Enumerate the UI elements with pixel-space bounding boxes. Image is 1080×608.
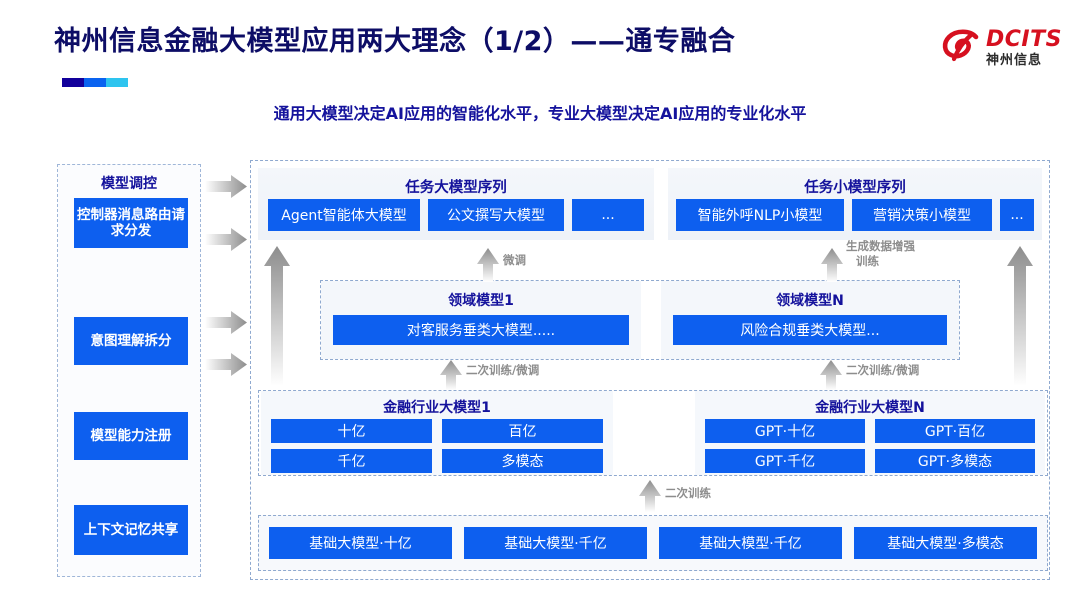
domain-model-n-title: 领域模型N [776,293,844,309]
industry-model-band: 金融行业大模型1 十亿 百亿 千亿 多模态 金融行业大模型N GPT·十亿 GP… [258,390,1048,476]
model-stack-container [250,160,1050,580]
task-chip-more-left[interactable]: ... [572,199,644,231]
task-chip-marketing-decision[interactable]: 营销决策小模型 [852,199,992,231]
flow-arrow-up-retrain-base-icon [639,480,661,512]
swirl-logo-icon [940,27,982,69]
flow-label-data-aug-line2: 训练 [856,254,879,268]
diagram-stage: 模型调控 控制器消息路由请求分发 意图理解拆分 模型能力注册 上下文记忆共享 [0,150,1080,590]
flow-label-retrain-base: 二次训练 [665,486,711,500]
page-title: 神州信息金融大模型应用两大理念（1/2）——通专融合 [54,26,736,57]
accent-segment-3 [106,78,128,87]
logo-text: DCITS 神州信息 [986,27,1062,68]
control-item-message-routing[interactable]: 控制器消息路由请求分发 [74,198,188,248]
base-chip-multimodal[interactable]: 基础大模型·多模态 [854,527,1037,559]
industry-chip-l-100billion[interactable]: 千亿 [271,449,432,473]
domain-chip-risk-compliance[interactable]: 风险合规垂类大模型... [673,315,947,345]
title-accent-bar [62,78,128,87]
industry-model-1-panel: 金融行业大模型1 十亿 百亿 千亿 多模态 [261,391,613,475]
side-arrow-right-icon-3 [205,311,247,334]
control-item-context-memory[interactable]: 上下文记忆共享 [74,505,188,555]
logo-text-en: DCITS [986,27,1062,52]
domain-model-1-title: 领域模型1 [448,293,514,309]
side-arrow-right-icon-2 [205,228,247,251]
industry-chip-r-gpt-100billion[interactable]: GPT·千亿 [705,449,865,473]
industry-model-n-title: 金融行业大模型N [815,400,925,416]
task-chip-agent[interactable]: Agent智能体大模型 [268,199,420,231]
industry-model-1-grid: 十亿 百亿 千亿 多模态 [271,419,603,473]
flow-arrow-up-finetune-icon [477,248,499,282]
company-logo: DCITS 神州信息 [940,22,1068,74]
flow-arrow-up-retrain-left-icon [440,360,462,390]
industry-chip-l-10billion[interactable]: 百亿 [442,419,603,443]
base-chip-100billion-a[interactable]: 基础大模型·千亿 [464,527,647,559]
task-chip-document-writing[interactable]: 公文撰写大模型 [428,199,564,231]
domain-chip-customer-service[interactable]: 对客服务垂类大模型..... [333,315,629,345]
flow-arrow-up-tall-right-icon [1007,246,1033,386]
industry-chip-r-gpt-billion[interactable]: GPT·十亿 [705,419,865,443]
flow-arrow-up-retrain-right-icon [820,360,842,390]
base-chip-billion[interactable]: 基础大模型·十亿 [269,527,452,559]
control-column: 模型调控 控制器消息路由请求分发 意图理解拆分 模型能力注册 上下文记忆共享 [57,164,201,577]
industry-model-1-title: 金融行业大模型1 [383,400,491,416]
base-model-band: 基础大模型·十亿 基础大模型·千亿 基础大模型·千亿 基础大模型·多模态 [258,515,1048,571]
flow-label-data-aug-line1: 生成数据增强 [846,239,915,253]
task-large-model-title: 任务大模型序列 [405,180,507,196]
task-chip-outbound-nlp[interactable]: 智能外呼NLP小模型 [676,199,844,231]
industry-chip-l-billion[interactable]: 十亿 [271,419,432,443]
industry-chip-l-multimodal[interactable]: 多模态 [442,449,603,473]
task-large-model-panel: 任务大模型序列 Agent智能体大模型 公文撰写大模型 ... [258,168,654,240]
industry-model-n-grid: GPT·十亿 GPT·百亿 GPT·千亿 GPT·多模态 [705,419,1035,473]
base-chip-100billion-b[interactable]: 基础大模型·千亿 [659,527,842,559]
accent-segment-2 [84,78,106,87]
task-small-model-panel: 任务小模型序列 智能外呼NLP小模型 营销决策小模型 ... [668,168,1042,240]
page-subtitle: 通用大模型决定AI应用的智能化水平，专业大模型决定AI应用的专业化水平 [273,104,807,123]
industry-chip-r-gpt-multimodal[interactable]: GPT·多模态 [875,449,1035,473]
side-arrow-right-icon-1 [205,175,247,198]
flow-label-finetune: 微调 [503,253,526,267]
domain-model-n-panel: 领域模型N 风险合规垂类大模型... [661,281,959,359]
control-column-title: 模型调控 [101,176,157,192]
control-item-capability-registry[interactable]: 模型能力注册 [74,412,188,460]
flow-label-retrain-finetune-left: 二次训练/微调 [466,363,540,377]
flow-label-retrain-finetune-right: 二次训练/微调 [846,363,920,377]
accent-segment-1 [62,78,84,87]
task-chip-more-right[interactable]: ... [1000,199,1034,231]
logo-text-cn: 神州信息 [986,53,1043,68]
task-small-model-title: 任务小模型序列 [804,180,906,196]
flow-arrow-up-tall-left-icon [264,246,290,386]
industry-chip-r-gpt-10billion[interactable]: GPT·百亿 [875,419,1035,443]
flow-arrow-up-data-aug-icon [821,248,843,282]
control-item-intent-parsing[interactable]: 意图理解拆分 [74,317,188,365]
industry-model-n-panel: 金融行业大模型N GPT·十亿 GPT·百亿 GPT·千亿 GPT·多模态 [695,391,1045,475]
domain-model-band: 领域模型1 对客服务垂类大模型..... 领域模型N 风险合规垂类大模型... [320,280,960,360]
side-arrow-right-icon-4 [205,353,247,376]
page-header: 神州信息金融大模型应用两大理念（1/2）——通专融合 DCITS 神州信息 [0,0,1080,100]
domain-model-1-panel: 领域模型1 对客服务垂类大模型..... [321,281,641,359]
